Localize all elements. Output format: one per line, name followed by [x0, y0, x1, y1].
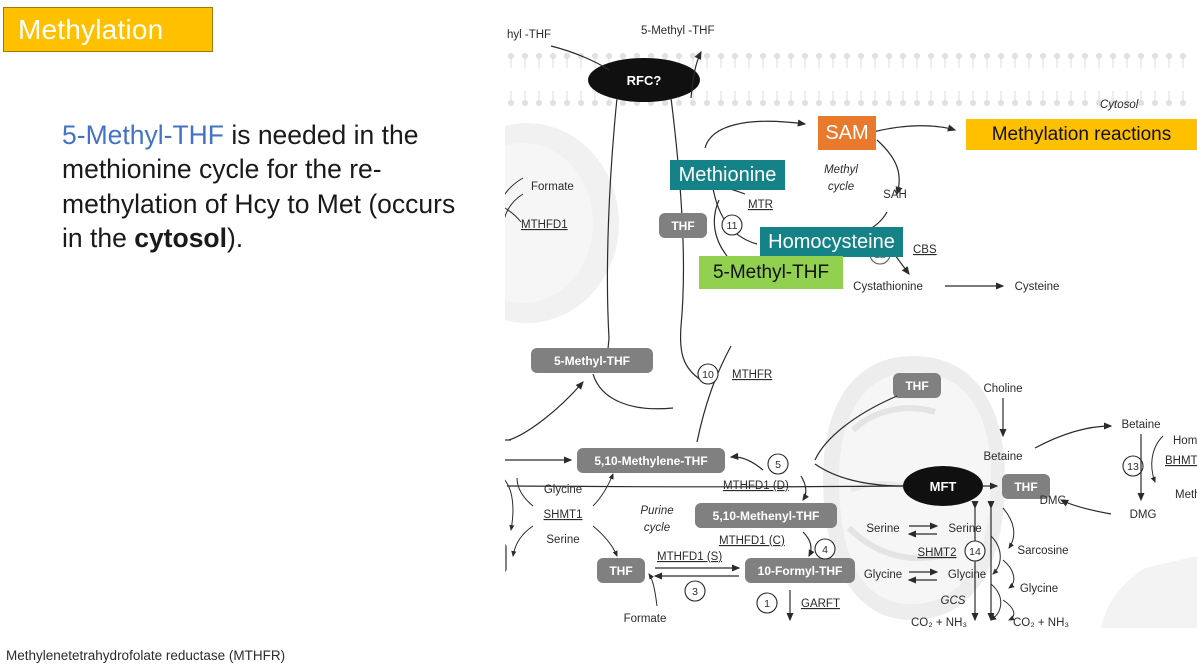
label-glycine-inside: Glycine — [948, 569, 986, 581]
label-cytosol: Cytosol — [1100, 99, 1139, 111]
step-number-1: 1 — [756, 592, 778, 614]
highlight-methionine: Methionine — [670, 160, 785, 190]
svg-text:5,10-Methylene-THF: 5,10-Methylene-THF — [594, 454, 707, 468]
step-number-4: 4 — [814, 538, 836, 560]
nucleus-shape — [505, 123, 619, 323]
mft-label: MFT — [930, 479, 957, 494]
svg-text:1: 1 — [764, 598, 770, 610]
label-serine-cytosol-mito: Serine — [866, 523, 899, 535]
label-purine-line1: Purine — [640, 505, 673, 517]
label-cbs: CBS — [913, 244, 937, 256]
body-text-part-1: is needed in the methionine cycle for th… — [62, 120, 456, 254]
step-number-11: 11 — [721, 214, 743, 236]
label-5-methyl-thf-extracellular: 5-Methyl -THF — [641, 25, 714, 37]
label-mthfr: MTHFR — [732, 369, 772, 381]
node-510-methylene-thf: 5,10-Methylene-THF — [577, 448, 725, 473]
highlight-sam: SAM — [818, 116, 876, 150]
step-number-3: 3 — [684, 580, 706, 602]
label-betaine-inside: Betaine — [983, 451, 1022, 463]
label-purine-line2: cycle — [644, 522, 670, 534]
folate-methionine-pathway-figure: .pl{font-family:"Liberation Sans",sans-s… — [505, 8, 1197, 628]
label-mthfd1-nucleus: MTHFD1 — [521, 219, 568, 231]
label-mthfd1-s: MTHFD1 (S) — [657, 551, 722, 563]
label-co2-nh3-right: CO₂ + NH₃ — [1013, 617, 1069, 628]
label-methionine-clipped: Meth — [1175, 489, 1197, 501]
step-number-14: 14 — [964, 540, 986, 562]
svg-text:THF: THF — [905, 379, 928, 393]
slide-title-text: Methylation — [18, 13, 164, 45]
label-hyl-thf: hyl -THF — [507, 29, 551, 41]
node-thf-cytosol: THF — [659, 213, 707, 238]
label-homocysteine-clipped: Hom — [1173, 435, 1197, 447]
label-methyl-cycle-line1: Methyl — [824, 164, 858, 176]
node-thf-lower: THF — [597, 558, 645, 583]
node-thf-mito-inside: THF — [1002, 474, 1050, 499]
label-dmg-inside: DMG — [1040, 495, 1067, 507]
node-thf-mito-outside: THF — [893, 373, 941, 398]
step-number-10: 10 — [697, 363, 719, 385]
svg-text:THF: THF — [609, 564, 632, 578]
node-10-formyl-thf: 10-Formyl-THF — [745, 558, 855, 583]
label-glycine-right: Glycine — [1020, 583, 1058, 595]
svg-text:5-Methyl-THF: 5-Methyl-THF — [554, 354, 630, 368]
label-shmt2: SHMT2 — [918, 547, 957, 559]
svg-text:5: 5 — [775, 459, 781, 471]
highlight-5-methyl-thf: 5-Methyl-THF — [699, 256, 843, 289]
slide-footnote: Methylenetetrahydrofolate reductase (MTH… — [6, 648, 286, 663]
label-formate-bottom: Formate — [624, 613, 667, 625]
svg-text:5,10-Methenyl-THF: 5,10-Methenyl-THF — [713, 509, 820, 523]
node-partial-left — [505, 544, 507, 572]
rfc-label: RFC? — [627, 73, 662, 88]
slide-body-text: 5-Methyl-THF is needed in the methionine… — [62, 118, 482, 256]
corner-cell-shape — [1101, 556, 1197, 628]
svg-text:13: 13 — [1127, 461, 1139, 473]
step-number-13: 13 — [1122, 455, 1144, 477]
label-choline: Choline — [984, 383, 1023, 395]
label-serine-cytosol: Serine — [546, 534, 579, 546]
slide-title-box: Methylation — [3, 7, 213, 52]
svg-text:3: 3 — [692, 586, 698, 598]
label-dmg-outside: DMG — [1130, 509, 1157, 521]
label-cysteine: Cysteine — [1015, 281, 1060, 293]
svg-text:11: 11 — [727, 220, 738, 232]
label-mtr: MTR — [748, 199, 773, 211]
step-number-5: 5 — [767, 453, 789, 475]
body-accent-term: 5-Methyl-THF — [62, 120, 224, 150]
label-gcs: GCS — [941, 595, 966, 607]
node-5-methyl-thf: 5-Methyl-THF — [531, 348, 653, 373]
label-shmt1: SHMT1 — [544, 509, 583, 521]
svg-text:10-Formyl-THF: 10-Formyl-THF — [758, 564, 843, 578]
node-510-methenyl-thf: 5,10-Methenyl-THF — [695, 503, 837, 528]
highlight-homocysteine: Homocysteine — [760, 227, 903, 257]
label-mthfd1-d: MTHFD1 (D) — [723, 480, 789, 492]
rfc-transporter: RFC? — [588, 58, 700, 102]
label-formate-nucleus: Formate — [531, 181, 574, 193]
body-bold-term: cytosol — [134, 223, 227, 254]
svg-text:THF: THF — [671, 219, 694, 233]
label-sah: SAH — [883, 189, 907, 201]
highlight-methylation-reactions: Methylation reactions — [966, 119, 1197, 150]
label-betaine-outside: Betaine — [1121, 419, 1160, 431]
label-methyl-cycle-line2: cycle — [828, 181, 854, 193]
label-co2-nh3-left: CO₂ + NH₃ — [911, 617, 967, 628]
pathway-diagram-svg: .pl{font-family:"Liberation Sans",sans-s… — [505, 25, 1197, 628]
label-bhmt: BHMT — [1165, 455, 1197, 467]
svg-text:THF: THF — [1014, 480, 1037, 494]
label-glycine-cytosol-mito: Glycine — [864, 569, 902, 581]
mft-transporter: MFT — [903, 466, 983, 506]
svg-text:10: 10 — [702, 369, 714, 381]
svg-text:14: 14 — [969, 546, 981, 558]
label-serine-inside: Serine — [948, 523, 981, 535]
label-cystathionine: Cystathionine — [853, 281, 923, 293]
svg-text:4: 4 — [822, 544, 828, 556]
body-text-part-2: ). — [226, 223, 244, 254]
label-garft: GARFT — [801, 598, 840, 610]
label-mthfd1-c: MTHFD1 (C) — [719, 535, 785, 547]
label-sarcosine: Sarcosine — [1017, 545, 1068, 557]
label-glycine-cytosol: Glycine — [544, 484, 582, 496]
